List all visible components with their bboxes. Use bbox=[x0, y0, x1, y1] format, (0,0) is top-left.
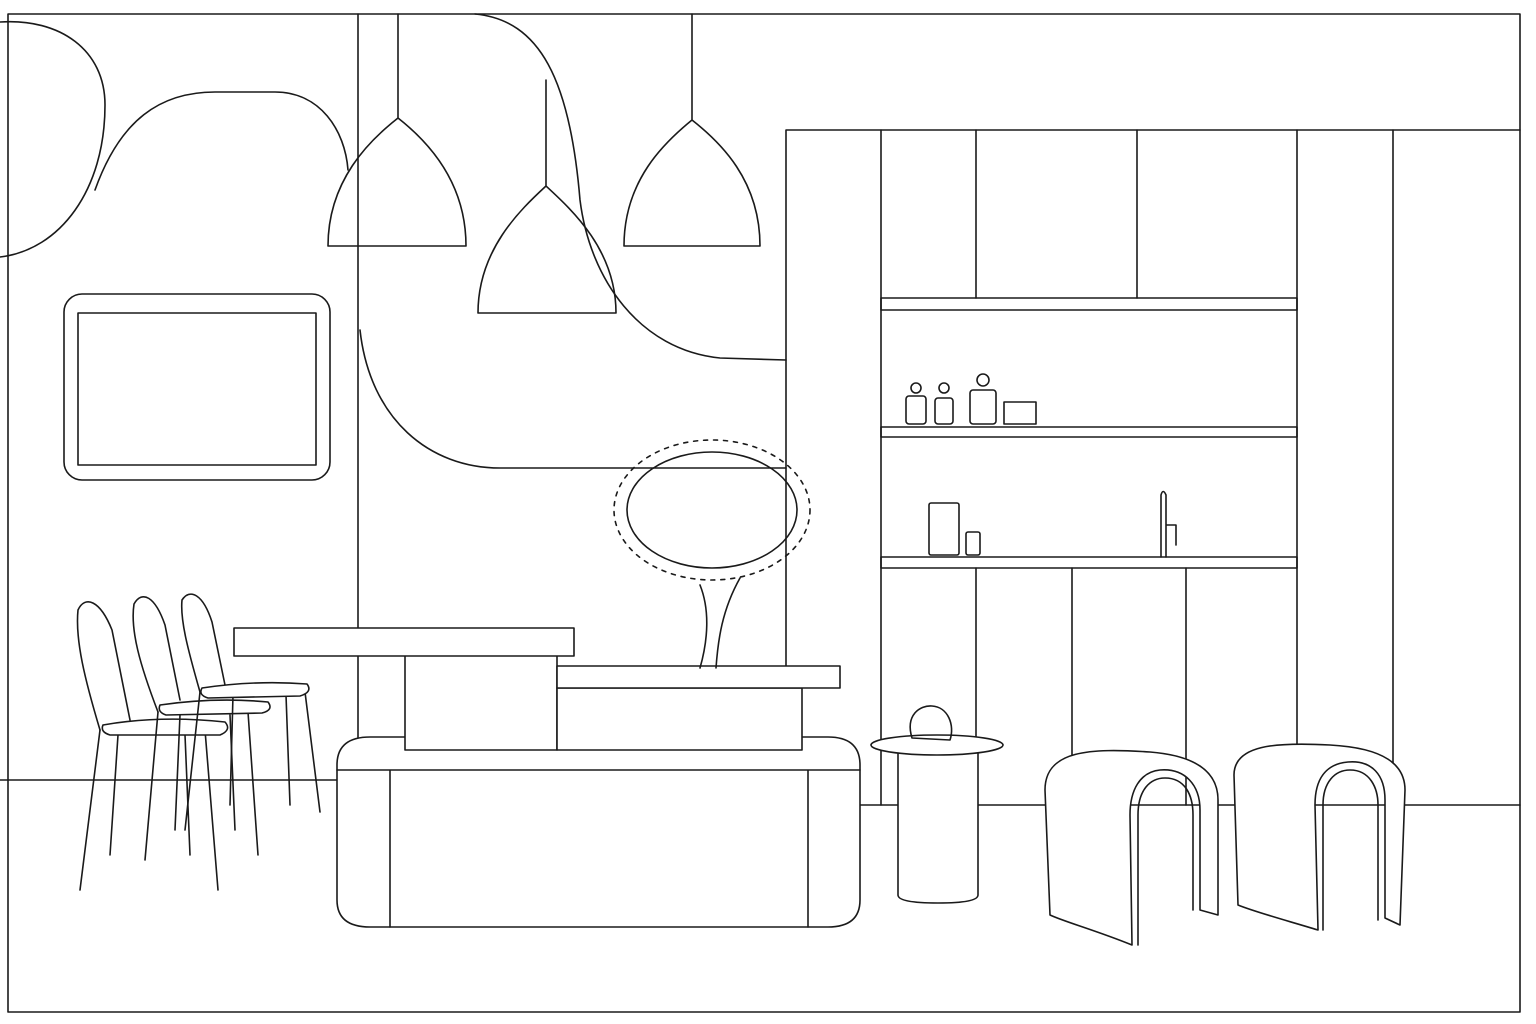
pendant-lamp-left bbox=[327, 13, 467, 247]
arch-chair bbox=[1044, 749, 1219, 946]
bar-stool bbox=[132, 596, 271, 861]
bar-stool bbox=[180, 593, 321, 831]
tree-trunk bbox=[699, 577, 741, 669]
arch-chair bbox=[1233, 743, 1406, 931]
wall-curve-upper bbox=[474, 13, 787, 361]
tv-display bbox=[77, 312, 317, 466]
tv-frame bbox=[63, 293, 331, 481]
planter-top bbox=[556, 665, 841, 689]
kitchen-island bbox=[233, 627, 861, 928]
wall-blob-left bbox=[0, 20, 106, 258]
kettle-icon bbox=[928, 502, 981, 556]
wall-wave bbox=[94, 91, 349, 191]
decor-sphere-icon bbox=[909, 705, 953, 741]
pendant-lamp-right bbox=[623, 13, 761, 247]
shelf-middle bbox=[880, 426, 1298, 438]
island-block-left bbox=[404, 654, 558, 751]
island-block-right bbox=[556, 687, 803, 751]
potted-tree bbox=[613, 439, 811, 669]
bar-stool bbox=[76, 601, 229, 891]
pendant-lamps bbox=[327, 13, 761, 314]
side-table bbox=[870, 705, 1004, 904]
island-base bbox=[336, 736, 861, 928]
bottles-icon bbox=[905, 373, 1037, 425]
bar-tabletop bbox=[233, 627, 575, 657]
pendant-lamp-middle bbox=[477, 79, 617, 314]
wall-curve-lower bbox=[359, 329, 787, 469]
tree-foliage-inner bbox=[626, 451, 798, 569]
tv-screen bbox=[63, 293, 331, 481]
tree-foliage bbox=[613, 439, 811, 581]
frame-border bbox=[7, 13, 1521, 1013]
bar-stools bbox=[76, 593, 321, 891]
shelf-top bbox=[880, 297, 1298, 311]
cabinet-wall bbox=[785, 129, 1521, 806]
faucet-icon bbox=[1160, 490, 1177, 558]
arch-chairs bbox=[1044, 743, 1406, 946]
countertop bbox=[880, 556, 1298, 569]
